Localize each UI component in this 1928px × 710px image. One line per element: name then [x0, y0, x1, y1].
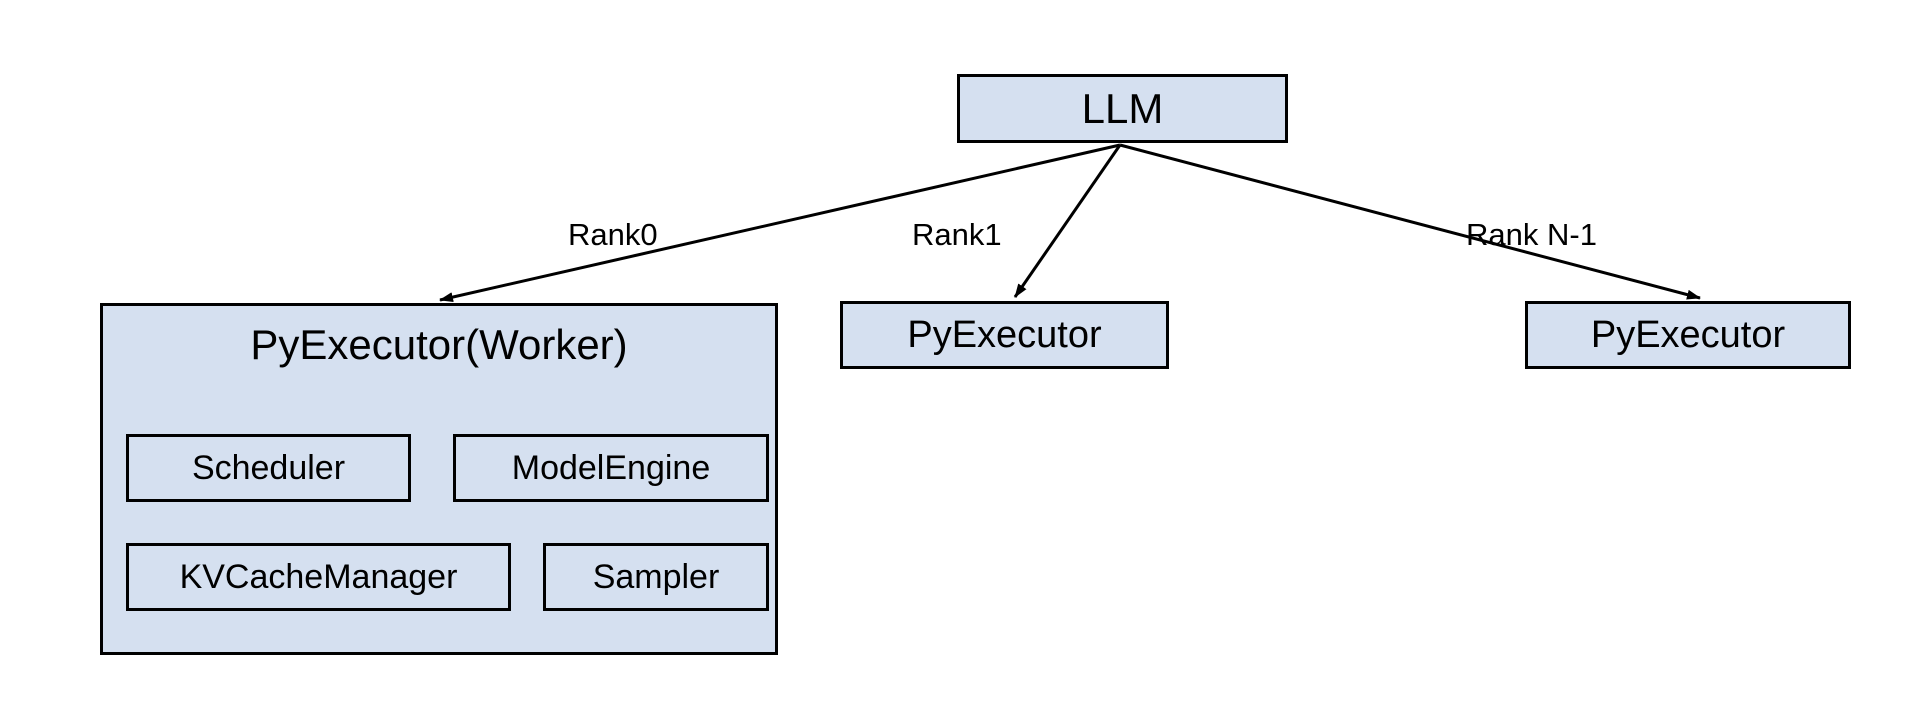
- edge-rank-n-1: [1119, 143, 1701, 300]
- node-pyexecutor-worker-label: PyExecutor(Worker): [250, 321, 628, 368]
- node-llm[interactable]: LLM: [957, 74, 1288, 143]
- node-pyexecutor-rank-n-1[interactable]: PyExecutor: [1525, 301, 1851, 369]
- edge-rank1: [1013, 144, 1122, 298]
- node-sampler[interactable]: Sampler: [543, 543, 769, 611]
- node-scheduler[interactable]: Scheduler: [126, 434, 411, 502]
- edge-label-rank0: Rank0: [568, 217, 658, 252]
- node-kv-cache-manager[interactable]: KVCacheManager: [126, 543, 511, 611]
- edge-label-rank-n-1: Rank N-1: [1466, 217, 1597, 252]
- node-pyexecutor-rank1[interactable]: PyExecutor: [840, 301, 1169, 369]
- edge-rank0: [439, 143, 1121, 302]
- node-model-engine[interactable]: ModelEngine: [453, 434, 769, 502]
- edge-label-rank1: Rank1: [912, 217, 1002, 252]
